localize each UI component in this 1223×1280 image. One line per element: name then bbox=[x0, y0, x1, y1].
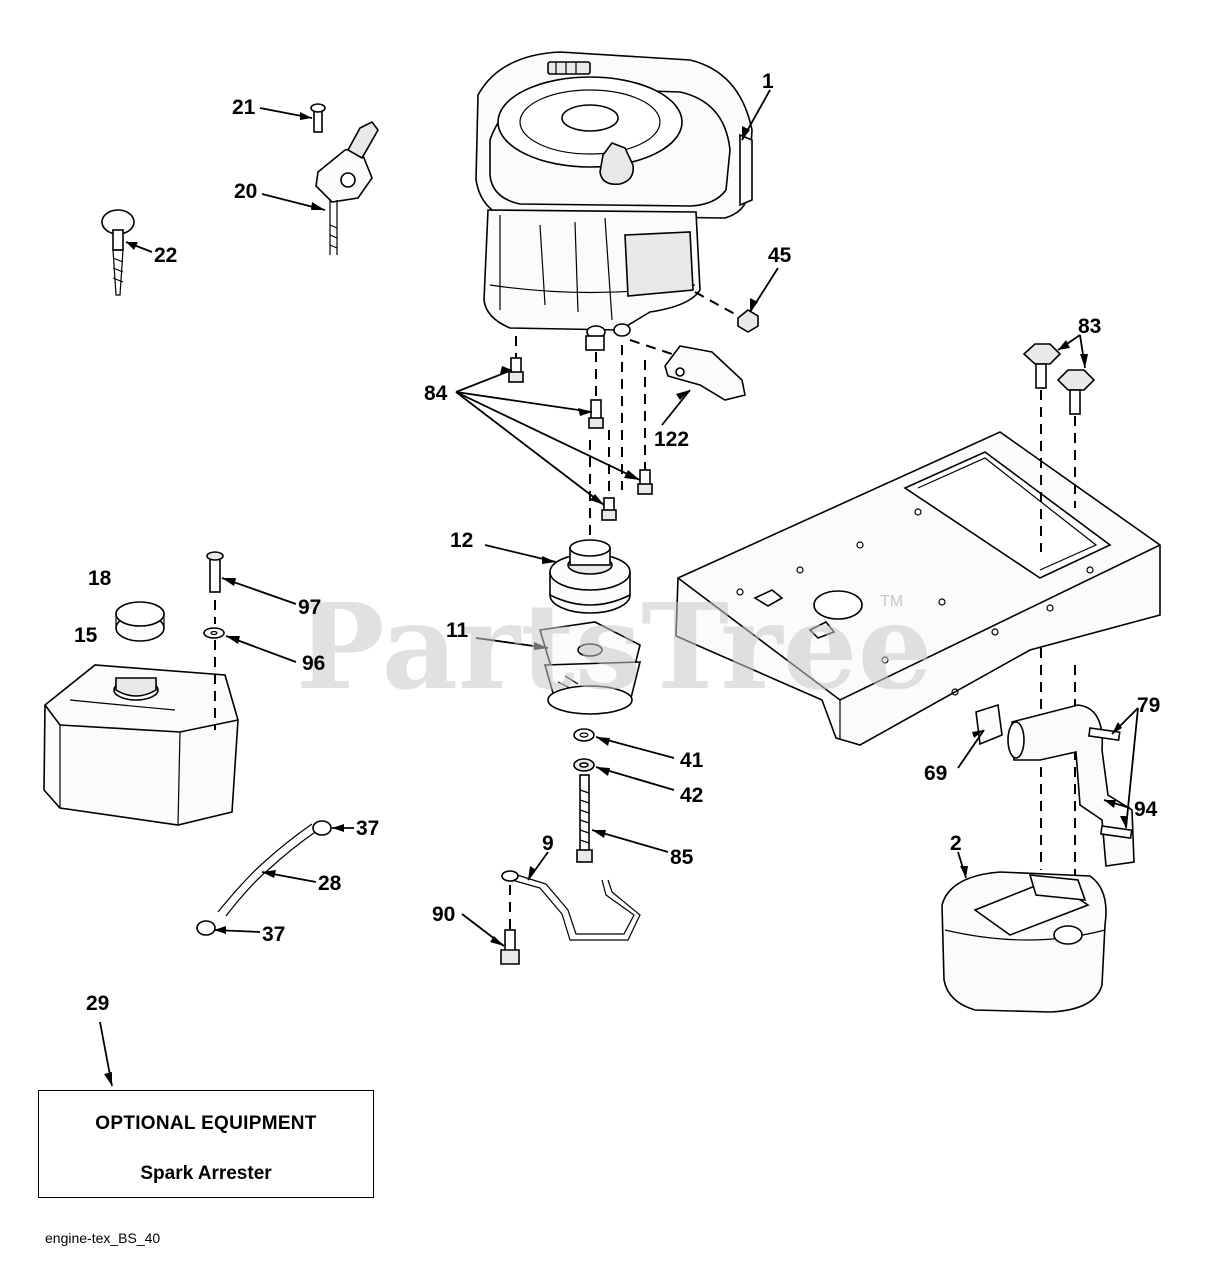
screws-79-illustration bbox=[1087, 727, 1133, 840]
chassis-frame-illustration bbox=[675, 431, 1161, 746]
fuel-line-illustration bbox=[217, 823, 319, 917]
callout-94: 94 bbox=[1134, 798, 1158, 821]
bolts-84-illustration bbox=[508, 336, 653, 521]
optional-equipment-title: OPTIONAL EQUIPMENT bbox=[95, 1113, 317, 1134]
pulley-illustration bbox=[549, 539, 631, 614]
optional-equipment-item: Spark Arrester bbox=[140, 1163, 272, 1184]
callout-79: 79 bbox=[1137, 694, 1160, 717]
callout-1: 1 bbox=[762, 70, 774, 93]
bolt-90-illustration bbox=[500, 885, 520, 965]
callout-45: 45 bbox=[768, 244, 792, 267]
callout-12: 12 bbox=[450, 529, 473, 552]
leader-arrowheads bbox=[104, 112, 1128, 1086]
callout-37-upper: 37 bbox=[356, 817, 379, 840]
rod-illustration bbox=[501, 870, 641, 941]
nut-illustration bbox=[737, 309, 759, 333]
choke-knob-illustration bbox=[101, 209, 135, 296]
callout-97: 97 bbox=[298, 596, 321, 619]
callout-41: 41 bbox=[680, 749, 704, 772]
engine-illustration bbox=[475, 51, 753, 351]
callout-29: 29 bbox=[86, 992, 109, 1015]
callout-22: 22 bbox=[154, 244, 177, 267]
tank-screw-illustration bbox=[206, 551, 224, 730]
callout-83: 83 bbox=[1078, 315, 1101, 338]
washer-42-illustration bbox=[573, 758, 595, 772]
throttle-control-illustration bbox=[310, 103, 379, 255]
callout-21: 21 bbox=[232, 96, 256, 119]
callout-42: 42 bbox=[680, 784, 703, 807]
electric-clutch-illustration bbox=[538, 621, 642, 715]
fuel-tank-illustration bbox=[43, 664, 239, 826]
bolt-85-illustration bbox=[576, 774, 593, 863]
optional-equipment-box: OPTIONAL EQUIPMENT Spark Arrester bbox=[38, 1090, 374, 1198]
tank-washer-illustration bbox=[203, 627, 225, 639]
fuel-cap-illustration bbox=[115, 601, 165, 642]
watermark-trademark: TM bbox=[880, 593, 903, 610]
callout-69: 69 bbox=[924, 762, 947, 785]
callout-18: 18 bbox=[88, 567, 112, 590]
callout-122: 122 bbox=[654, 428, 689, 451]
callout-11: 11 bbox=[446, 619, 469, 642]
hose-clamp-upper-illustration bbox=[312, 820, 332, 836]
hose-clamp-lower-illustration bbox=[196, 920, 216, 936]
callout-84: 84 bbox=[424, 382, 448, 405]
callout-90: 90 bbox=[432, 903, 455, 926]
callout-85: 85 bbox=[670, 846, 694, 869]
diagram-id-label: engine-tex_BS_40 bbox=[45, 1230, 161, 1246]
gasket-illustration bbox=[975, 703, 1003, 746]
muffler-illustration bbox=[941, 871, 1107, 1013]
callout-9: 9 bbox=[542, 832, 554, 855]
callout-labels: 1 21 20 22 45 83 84 122 12 97 18 15 11 9… bbox=[74, 70, 1160, 1015]
callout-20: 20 bbox=[234, 180, 257, 203]
callout-15: 15 bbox=[74, 624, 98, 647]
watermark-text: PartsTree bbox=[296, 577, 933, 716]
callout-37-lower: 37 bbox=[262, 923, 285, 946]
heat-shield-illustration bbox=[664, 345, 746, 401]
callout-28: 28 bbox=[318, 872, 342, 895]
washer-41-illustration bbox=[573, 728, 595, 742]
callout-2: 2 bbox=[950, 832, 962, 855]
screws-83-illustration bbox=[1022, 343, 1096, 888]
callout-96: 96 bbox=[302, 652, 325, 675]
